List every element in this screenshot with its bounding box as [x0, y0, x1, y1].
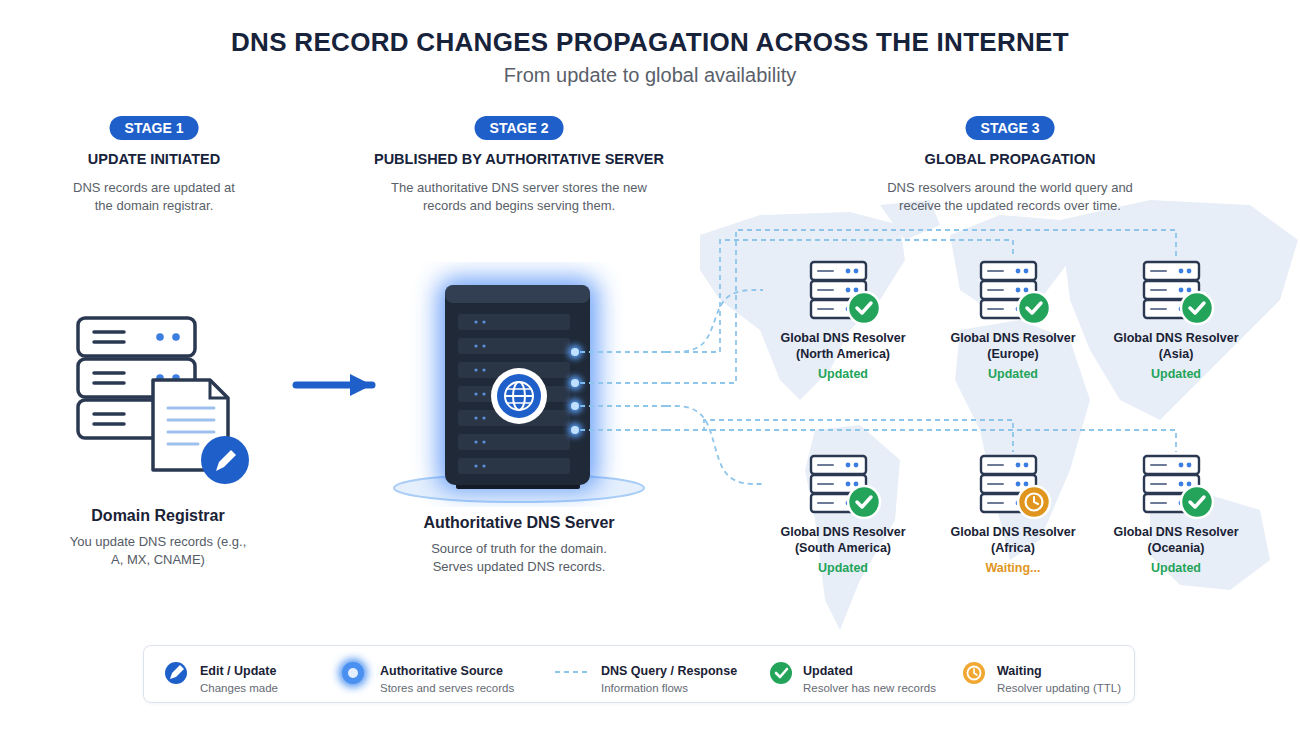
- legend-label: Edit / Update: [200, 664, 276, 678]
- status-text: Updated: [818, 561, 868, 575]
- query-line: [666, 420, 1013, 452]
- node-title: Global DNS Resolver (Africa): [938, 524, 1088, 557]
- status-text: Updated: [988, 367, 1038, 381]
- resolver-node: Global DNS Resolver (North America) Updat…: [763, 258, 923, 381]
- registrar-node: Domain RegistrarYou update DNS records (…: [20, 300, 296, 569]
- node-title: Global DNS Resolver (Europe): [938, 330, 1088, 363]
- authoritative-server-node: Authoritative DNS ServerSource of truth …: [372, 262, 666, 576]
- legend-glyph: [554, 653, 594, 693]
- server-icon: [372, 262, 666, 507]
- legend-glyph: [761, 653, 801, 693]
- legend-note: Resolver updating (TTL): [997, 682, 1121, 694]
- stage-description: The authoritative DNS server stores the …: [388, 179, 650, 215]
- resolver-node: Global DNS Resolver (Asia) Updated: [1096, 258, 1256, 381]
- resolver-icon: [1096, 258, 1256, 326]
- legend-label: Updated: [803, 664, 853, 678]
- legend-note: Information flows: [601, 682, 688, 694]
- query-line: [666, 430, 1176, 452]
- query-line: [666, 230, 1176, 383]
- registrar-icon: [20, 300, 296, 500]
- node-title: Global DNS Resolver (South America): [768, 524, 918, 557]
- stage-description: DNS records are updated at the domain re…: [64, 179, 244, 215]
- legend-glyph: [333, 653, 373, 693]
- legend-glyph: [156, 653, 196, 693]
- legend-glyph: [954, 653, 994, 693]
- node-title: Global DNS Resolver (Oceania): [1101, 524, 1251, 557]
- stage-heading: PUBLISHED BY AUTHORITATIVE SERVER: [374, 151, 664, 167]
- legend-swatch: [770, 662, 792, 684]
- status-text: Updated: [1151, 367, 1201, 381]
- status-text: Waiting...: [985, 561, 1040, 575]
- resolver-icon: [933, 452, 1093, 520]
- stage-badge: STAGE 1: [110, 116, 199, 140]
- legend-label: Authoritative Source: [380, 664, 503, 678]
- resolver-node: Global DNS Resolver (Oceania) Updated: [1096, 452, 1256, 575]
- node-title: Global DNS Resolver (Asia): [1101, 330, 1251, 363]
- resolver-node: Global DNS Resolver (Europe) Updated: [933, 258, 1093, 381]
- stage-heading: GLOBAL PROPAGATION: [925, 151, 1096, 167]
- legend-note: Stores and serves records: [380, 682, 514, 694]
- resolver-node: Global DNS Resolver (South America) Updat…: [763, 452, 923, 575]
- resolver-icon: [763, 258, 923, 326]
- node-title: Authoritative DNS Server: [423, 513, 614, 533]
- resolver-node: Global DNS Resolver (Africa) Waiting...: [933, 452, 1093, 575]
- stage-badge: STAGE 3: [966, 116, 1055, 140]
- query-line: [666, 406, 763, 484]
- legend-note: Changes made: [200, 682, 278, 694]
- resolver-icon: [933, 258, 1093, 326]
- continent: [700, 212, 905, 400]
- node-description: Source of truth for the domain. Serves u…: [412, 540, 627, 576]
- continent: [1060, 200, 1298, 420]
- status-text: Updated: [1151, 561, 1201, 575]
- flow-arrow: [296, 382, 372, 389]
- stage-heading: UPDATE INITIATED: [88, 151, 220, 167]
- node-title: Global DNS Resolver (North America): [768, 330, 918, 363]
- legend-label: DNS Query / Response: [601, 664, 737, 678]
- diagram-title: DNS RECORD CHANGES PROPAGATION ACROSS TH…: [0, 27, 1300, 58]
- stage-badge: STAGE 2: [475, 116, 564, 140]
- legend-label: Waiting: [997, 664, 1042, 678]
- status-text: Updated: [818, 367, 868, 381]
- node-description: You update DNS records (e.g., A, MX, CNA…: [68, 533, 248, 569]
- subtitle: From update to global availability: [504, 64, 796, 87]
- resolver-icon: [763, 452, 923, 520]
- stage-description: DNS resolvers around the world query and…: [868, 179, 1153, 215]
- query-line: [666, 290, 763, 352]
- node-title: Domain Registrar: [91, 506, 224, 526]
- resolver-icon: [1096, 452, 1256, 520]
- legend-note: Resolver has new records: [803, 682, 936, 694]
